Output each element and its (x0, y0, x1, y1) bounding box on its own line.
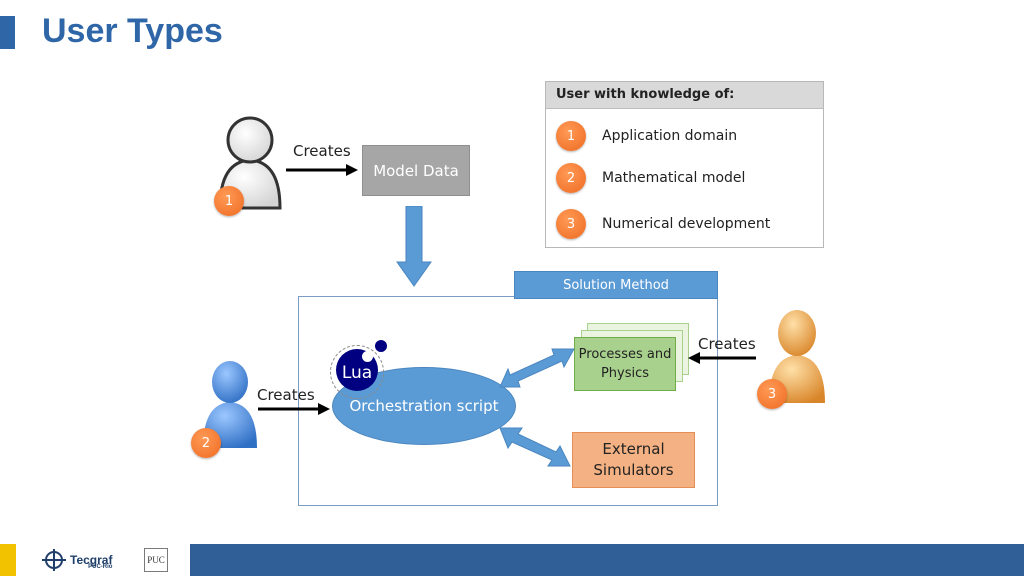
model-data-box: Model Data (362, 145, 470, 196)
footer-logo-area (0, 544, 190, 576)
user-3-creates-label: Creates (698, 335, 756, 353)
user-1-arrow-icon (286, 164, 358, 176)
legend-badge-1: 1 (556, 121, 586, 151)
orchestration-processes-arrow-icon (499, 348, 575, 388)
legend-label-3: Numerical development (602, 216, 771, 232)
user-2-arrow-icon (258, 403, 330, 415)
puc-logo: PUC (144, 548, 168, 572)
legend-heading: User with knowledge of: (546, 82, 823, 109)
user-1-creates-label: Creates (293, 142, 351, 160)
lua-logo-orbit (330, 345, 384, 399)
down-arrow-icon (396, 206, 432, 287)
legend-item-1: 1 Application domain (556, 120, 737, 152)
legend-badge-2: 2 (556, 163, 586, 193)
legend-label-2: Mathematical model (602, 170, 746, 186)
page-title: User Types (42, 12, 223, 50)
user-1-badge: 1 (214, 186, 244, 216)
legend-label-1: Application domain (602, 128, 738, 144)
tecgraf-logo-icon (42, 549, 66, 571)
knowledge-legend: User with knowledge of: 1 Application do… (545, 81, 824, 248)
legend-item-3: 3 Numerical development (556, 208, 770, 240)
orchestration-script-ellipse: Orchestration script (332, 367, 516, 445)
tecgraf-subtext: PUC-Rio (88, 564, 113, 570)
lua-logo-moon (375, 340, 387, 352)
processes-and-physics-box: Processes and Physics (574, 337, 676, 391)
tecgraf-logo-text: Tecgraf PUC-Rio (70, 553, 112, 570)
tecgraf-name: Tecgraf (70, 553, 113, 567)
user-2-creates-label: Creates (257, 386, 315, 404)
external-simulators-box: External Simulators (572, 432, 695, 488)
user-3-badge: 3 (757, 379, 787, 409)
lua-logo-hole (362, 351, 373, 362)
legend-item-2: 2 Mathematical model (556, 162, 745, 194)
orchestration-simulators-arrow-icon (499, 427, 571, 467)
solution-method-header: Solution Method (514, 271, 718, 299)
footer-yellow-strip (0, 544, 16, 576)
legend-badge-3: 3 (556, 209, 586, 239)
user-2-badge: 2 (191, 428, 221, 458)
user-3-arrow-icon (688, 352, 756, 364)
title-accent-bar (0, 16, 15, 49)
